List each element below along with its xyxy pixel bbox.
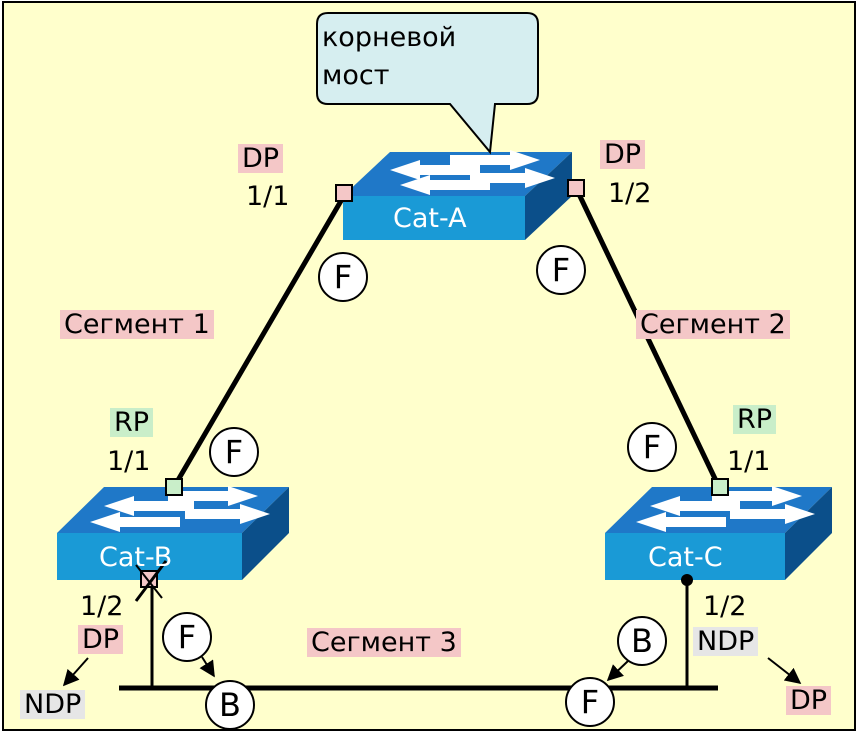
port-b-down-number: 1/2 xyxy=(80,591,124,622)
port-b-up-number: 1/1 xyxy=(107,446,151,477)
state-circle-seg3-left-f: F xyxy=(162,612,212,662)
ndp-to-dp-arrow xyxy=(767,657,802,684)
segment-3-label: Сегмент 3 xyxy=(307,628,461,657)
switch-label-cat-a: Cat-A xyxy=(393,203,467,234)
state-circle-seg2-bottom: F xyxy=(627,422,677,472)
state-circle-seg2-top: F xyxy=(536,245,586,295)
port-c-up[interactable] xyxy=(711,478,729,496)
port-b-down-alt-role: NDP xyxy=(20,690,86,719)
port-b-up-role: RP xyxy=(110,408,154,437)
switch-cat-b[interactable] xyxy=(57,486,289,580)
port-c-up-role: RP xyxy=(733,405,777,434)
switch-cat-a[interactable] xyxy=(343,150,572,240)
port-b-up[interactable] xyxy=(165,478,183,496)
state-circle-seg3-right-f: F xyxy=(565,677,615,727)
port-a-left-number: 1/1 xyxy=(246,181,290,212)
port-a-right-number: 1/2 xyxy=(608,178,652,209)
port-a-left-role: DP xyxy=(238,144,284,173)
switch-arrows-icon xyxy=(636,486,815,532)
svg-text:F: F xyxy=(552,251,570,289)
f-to-b-arrow xyxy=(199,656,215,678)
segment-2-label: Сегмент 2 xyxy=(636,310,790,339)
port-a-left[interactable] xyxy=(335,184,353,202)
port-b-down-role: DP xyxy=(78,625,124,654)
dp-to-ndp-arrow xyxy=(62,657,89,687)
port-a-right-role: DP xyxy=(600,140,646,169)
svg-text:F: F xyxy=(334,258,352,296)
switch-arrows-icon xyxy=(390,150,555,195)
root-bridge-callout xyxy=(316,12,539,155)
svg-text:F: F xyxy=(643,428,661,466)
port-c-up-number: 1/1 xyxy=(727,446,771,477)
switch-cat-c[interactable] xyxy=(605,486,832,580)
svg-text:B: B xyxy=(219,686,241,724)
state-circle-seg3-left-b: B xyxy=(205,680,255,730)
callout-text-line-2: мост xyxy=(322,60,390,91)
switch-label-cat-b: Cat-B xyxy=(99,542,173,573)
blocked-port-cross-icon xyxy=(134,560,168,602)
blocked-port-cross-icon xyxy=(135,564,163,599)
callout-text-line-1: корневой xyxy=(322,22,457,53)
segment-1-link xyxy=(171,192,348,489)
svg-text:F: F xyxy=(178,618,196,656)
state-circle-seg3-right-b: B xyxy=(617,616,667,666)
switch-label-cat-c: Cat-C xyxy=(648,542,723,573)
port-c-down[interactable] xyxy=(681,574,693,586)
segment-1-label: Сегмент 1 xyxy=(60,310,214,339)
switch-arrows-icon xyxy=(90,486,270,532)
b-to-f-arrow xyxy=(606,660,629,682)
port-c-down-role: NDP xyxy=(693,627,759,656)
port-c-down-alt-role: DP xyxy=(786,686,832,715)
port-a-right[interactable] xyxy=(567,179,585,197)
svg-text:F: F xyxy=(581,683,599,721)
port-c-down-number: 1/2 xyxy=(703,591,747,622)
svg-text:B: B xyxy=(631,622,653,660)
state-circle-seg1-top: F xyxy=(318,252,368,302)
svg-text:F: F xyxy=(225,433,243,471)
state-circle-seg1-bottom: F xyxy=(209,427,259,477)
